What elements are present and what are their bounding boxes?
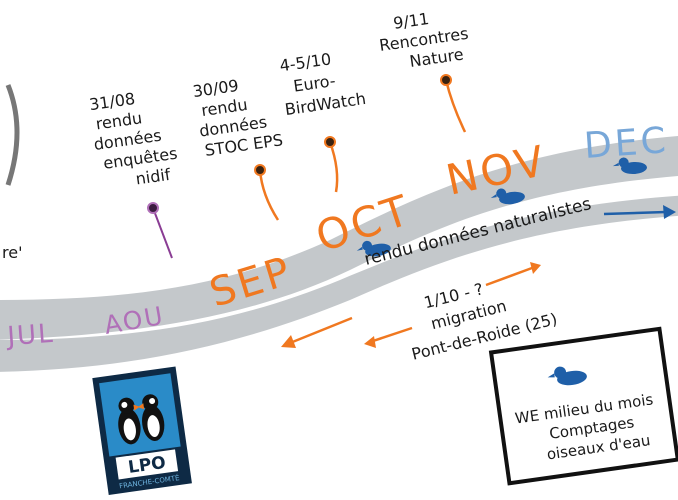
pin-stem-e4 bbox=[444, 79, 467, 133]
orange-arrow-mid-head-icon bbox=[364, 336, 376, 348]
duck-icon bbox=[612, 157, 647, 175]
duck-icon bbox=[547, 366, 587, 386]
pin-stem-e3 bbox=[328, 141, 339, 193]
blue-arrow-line bbox=[603, 210, 667, 216]
orange-arrow-mid bbox=[369, 326, 413, 344]
month-jul: JUL bbox=[4, 319, 55, 352]
pin-head-e2 bbox=[254, 164, 266, 176]
comptages-box bbox=[488, 326, 678, 486]
orange-arrow-right-head-icon bbox=[530, 262, 541, 274]
event-e1-line-4: nidif bbox=[134, 165, 171, 189]
orange-arrow-left-head-icon bbox=[281, 335, 296, 348]
event-e2-label: 30/09 rendu données STOC EPS bbox=[191, 76, 284, 160]
left-fragment-text: re' bbox=[2, 243, 22, 262]
lpo-logo: LPO FRANCHE-COMTÉ bbox=[92, 366, 192, 495]
pin-stem-e2 bbox=[258, 169, 280, 221]
timeline-band-outer bbox=[0, 136, 678, 340]
event-e4-label: 9/11 Rencontres Nature bbox=[378, 9, 470, 71]
orange-arrow-right bbox=[485, 266, 533, 287]
blue-arrow-head-icon bbox=[663, 205, 676, 219]
timeline-band-lower bbox=[0, 195, 678, 372]
event-e4-line-0: 9/11 bbox=[392, 9, 430, 33]
pin-head-e1 bbox=[147, 202, 159, 214]
pin-head-e3 bbox=[324, 136, 336, 148]
left-arc bbox=[5, 84, 20, 186]
pin-head-e4 bbox=[440, 74, 452, 86]
pin-stem-e1 bbox=[152, 207, 173, 259]
event-e1-label: 31/08 rendu données enquêtes nidif bbox=[88, 89, 179, 189]
event-e3-line-1: Euro- bbox=[292, 71, 337, 96]
duck-icon bbox=[490, 188, 525, 205]
orange-arrow-left bbox=[289, 316, 353, 345]
event-e3-label: 4-5/10 Euro- BirdWatch bbox=[278, 49, 367, 119]
duck-icon bbox=[356, 240, 391, 257]
